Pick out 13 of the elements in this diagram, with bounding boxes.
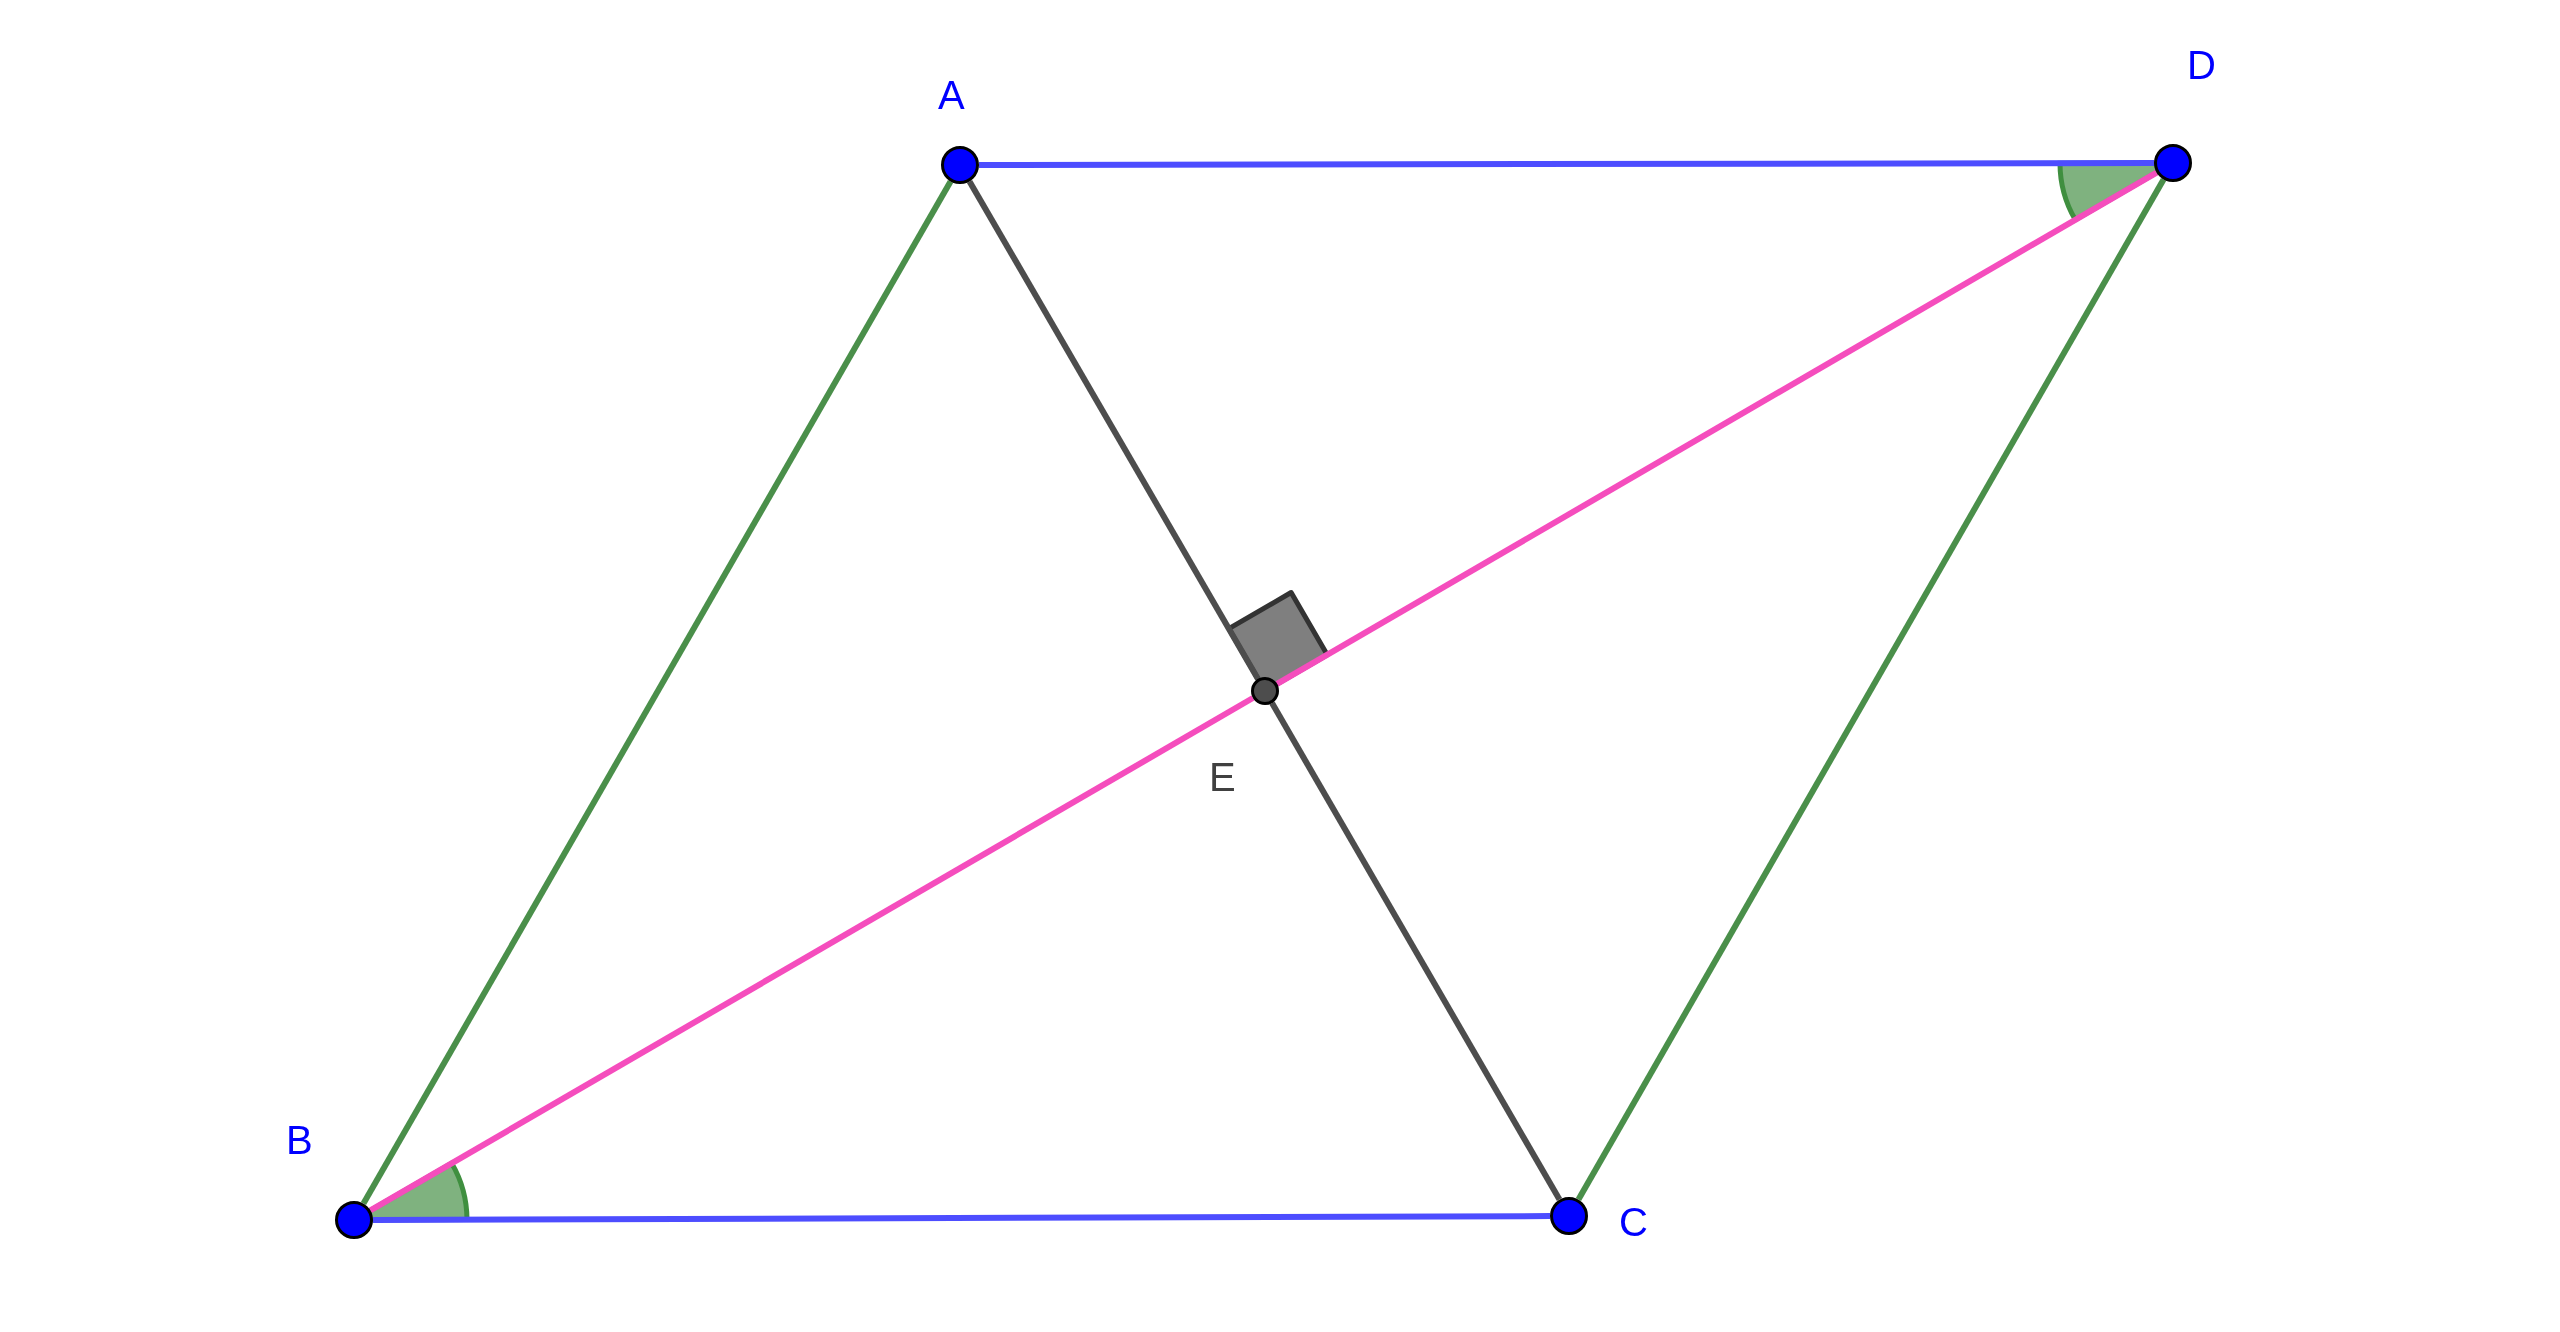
line-segment <box>979 160 2154 168</box>
line-segment <box>1269 701 1563 1202</box>
point-label: B <box>286 1120 313 1160</box>
line-segment <box>373 1213 1550 1223</box>
line-segment <box>1575 178 2167 1201</box>
point-label: E <box>1209 757 1236 797</box>
line-segment <box>368 695 1255 1214</box>
point-label: D <box>2187 45 2216 85</box>
point-label: A <box>938 75 965 115</box>
point-label: C <box>1619 1202 1648 1242</box>
line-segment <box>360 180 954 1205</box>
line-segment <box>1275 169 2159 687</box>
line-segment <box>966 179 1261 681</box>
